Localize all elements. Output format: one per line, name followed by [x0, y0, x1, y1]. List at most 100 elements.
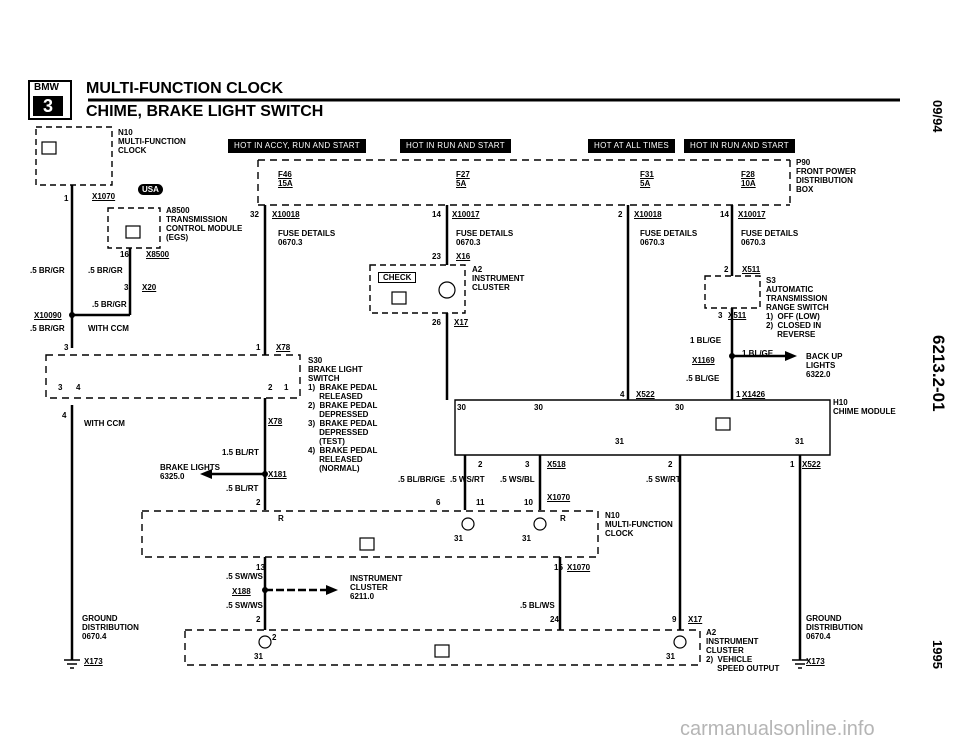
pin-label: 13 — [256, 563, 265, 572]
pin-label: R — [560, 514, 566, 523]
bmw-logo-text: BMW — [34, 82, 59, 93]
pin-label: 24 — [550, 615, 559, 624]
pin-label: 14 — [432, 210, 441, 219]
wire-5swws-1: .5 SW/WS — [226, 572, 263, 581]
with-ccm-1: WITH CCM — [88, 324, 129, 333]
pin-label: 1 — [790, 460, 795, 469]
pin-label: 3 — [58, 383, 63, 392]
pin-label: 3 — [525, 460, 530, 469]
side-section: 6213.2-01 — [929, 335, 948, 412]
wire-1blge-b: 1 BL/GE — [742, 349, 774, 358]
side-year: 1995 — [930, 640, 945, 669]
wire-5swrt: .5 SW/RT — [646, 475, 681, 484]
x78a-label: X78 — [276, 343, 291, 352]
pin-label: 1 — [736, 390, 741, 399]
f27-label: F27 5A — [456, 170, 470, 188]
power-label-2: HOT IN RUN AND START — [400, 139, 511, 153]
pin-label: 2 — [268, 383, 273, 392]
n10-top-label: N10 MULTI-FUNCTION CLOCK — [118, 128, 186, 155]
x522a-label: X522 — [636, 390, 655, 399]
pin-label: 9 — [672, 615, 677, 624]
pin-label: R — [278, 514, 284, 523]
pin-label: 31 — [666, 652, 675, 661]
ground-right-label: GROUND DISTRIBUTION 0670.4 — [806, 614, 863, 641]
fuse-details-3: FUSE DETAILS 0670.3 — [640, 229, 698, 247]
pin-label: 1 — [256, 343, 261, 352]
x511a-label: X511 — [742, 265, 761, 274]
pin-label: 2 — [256, 498, 261, 507]
wire-5brgr-1: .5 BR/GR — [30, 266, 65, 275]
x173b-label: X173 — [806, 657, 825, 666]
pin-label: 1 — [64, 194, 69, 203]
x10090-label: X10090 — [34, 311, 62, 320]
pin-label: 2 — [668, 460, 673, 469]
x1070b-label: X1070 — [547, 493, 571, 502]
x1426-label: X1426 — [742, 390, 766, 399]
pin-label: 26 — [432, 318, 441, 327]
p90-label: P90 FRONT POWER DISTRIBUTION BOX — [796, 158, 856, 194]
x10017a-label: X10017 — [452, 210, 480, 219]
s30-label: S30 BRAKE LIGHT SWITCH 1) BRAKE PEDAL RE… — [308, 356, 378, 473]
h10-label: H10 CHIME MODULE — [833, 398, 896, 416]
page-subtitle: CHIME, BRAKE LIGHT SWITCH — [86, 103, 324, 120]
pin-label: 31 — [795, 437, 804, 446]
power-label-1: HOT IN ACCY, RUN AND START — [228, 139, 366, 153]
page-title: MULTI-FUNCTION CLOCK — [86, 80, 283, 97]
wire-5wsbl: .5 WS/BL — [500, 475, 535, 484]
pin-label: 31 — [522, 534, 531, 543]
wire-5blge: .5 BL/GE — [686, 374, 720, 383]
x10018b-label: X10018 — [634, 210, 662, 219]
wire-5blws: .5 BL/WS — [520, 601, 555, 610]
watermark: carmanualsonline.info — [680, 718, 875, 740]
fuse-details-4: FUSE DETAILS 0670.3 — [741, 229, 799, 247]
pin-label: 32 — [250, 210, 259, 219]
pin-label: 2 — [478, 460, 483, 469]
x518-label: X518 — [547, 460, 566, 469]
x522b-label: X522 — [802, 460, 821, 469]
x1070-top-label: X1070 — [92, 192, 116, 201]
f28-label: F28 10A — [741, 170, 756, 188]
check-lamp: CHECK — [378, 272, 417, 283]
brake-lights-label: BRAKE LIGHTS 6325.0 — [160, 463, 220, 481]
wire-5brgr-3: .5 BR/GR — [92, 300, 127, 309]
pin-label: 2 — [272, 633, 277, 642]
x8500-label: X8500 — [146, 250, 170, 259]
s3-label: S3 AUTOMATIC TRANSMISSION RANGE SWITCH 1… — [766, 276, 829, 339]
usa-badge: USA — [138, 184, 163, 195]
pin-label: 16 — [120, 250, 129, 259]
pin-label: 31 — [615, 437, 624, 446]
pin-label: 2 — [724, 265, 729, 274]
x511b-label: X511 — [728, 311, 747, 320]
x181-label: X181 — [268, 470, 287, 479]
backup-lights-label: BACK UP LIGHTS 6322.0 — [806, 352, 843, 379]
wire-5blrt: .5 BL/RT — [226, 484, 259, 493]
f46-label: F46 15A — [278, 170, 293, 188]
pin-label: 6 — [436, 498, 441, 507]
pin-label: 2 — [618, 210, 623, 219]
pin-label: 3 — [64, 343, 69, 352]
wire-5swws-2: .5 SW/WS — [226, 601, 263, 610]
fuse-details-2: FUSE DETAILS 0670.3 — [456, 229, 514, 247]
x188-label: X188 — [232, 587, 251, 596]
x17-bot-label: X17 — [688, 615, 703, 624]
a2-bot-label: A2 INSTRUMENT CLUSTER 2) VEHICLE SPEED O… — [706, 628, 780, 673]
pin-label: 2 — [256, 615, 261, 624]
wire-15blrt: 1.5 BL/RT — [222, 448, 259, 457]
pin-label: 30 — [675, 403, 684, 412]
pin-label: 31 — [254, 652, 263, 661]
x78b-label: X78 — [268, 417, 283, 426]
wire-5wsrt: .5 WS/RT — [450, 475, 485, 484]
pin-label: 23 — [432, 252, 441, 261]
pin-label: 4 — [620, 390, 625, 399]
ground-left-label: GROUND DISTRIBUTION 0670.4 — [82, 614, 139, 641]
pin-label: 30 — [457, 403, 466, 412]
pin-label: 11 — [476, 498, 485, 507]
fuse-details-1: FUSE DETAILS 0670.3 — [278, 229, 336, 247]
a8500-label: A8500 TRANSMISSION CONTROL MODULE (EGS) — [166, 206, 243, 242]
pin-label: 30 — [534, 403, 543, 412]
x10017b-label: X10017 — [738, 210, 766, 219]
pin-label: 3 — [124, 283, 129, 292]
power-label-4: HOT IN RUN AND START — [684, 139, 795, 153]
x173a-label: X173 — [84, 657, 103, 666]
